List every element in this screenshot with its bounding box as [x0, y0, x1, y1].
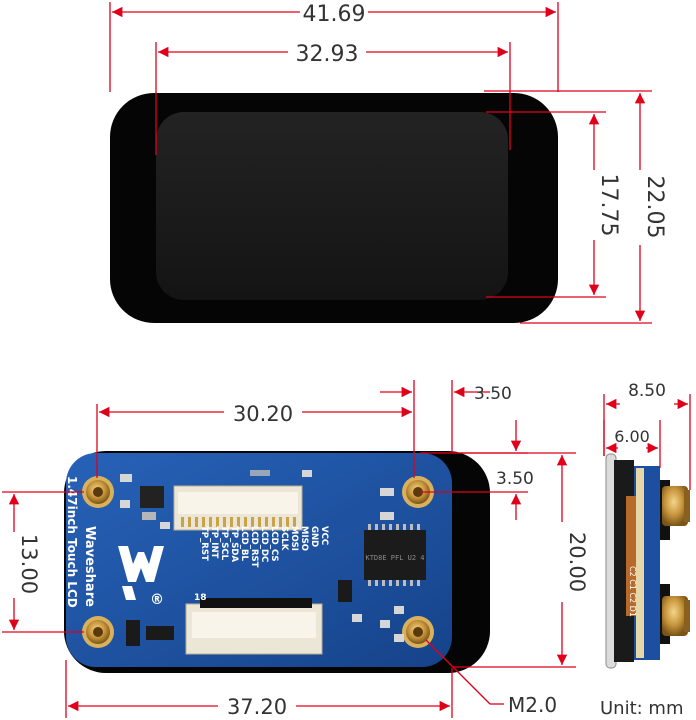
dim-hole-spacing-x — [96, 380, 415, 478]
mount-hole-leader — [425, 639, 504, 705]
pin-label: VCC — [319, 526, 329, 545]
pin-label: SCLK — [279, 526, 289, 551]
dim-board-height — [452, 452, 576, 668]
dim-label-22-05: 22.05 — [642, 176, 667, 239]
pin-label: LCD_BL — [239, 526, 249, 561]
mount-hole-top-left — [82, 476, 114, 508]
dim-top-width-outer — [109, 2, 559, 92]
dim-label-3-50-x: 3.50 — [474, 384, 512, 404]
lcd-front-view — [110, 93, 558, 323]
brand-text: Waveshare — [82, 526, 97, 607]
chip-marking: KTD8E PFL U2 4 — [365, 554, 424, 562]
mount-hole-top-right — [402, 476, 434, 508]
pin-label: TP_SDA — [229, 526, 239, 562]
waveshare-logo-icon — [118, 546, 164, 600]
pin-label: LCD_RST — [249, 526, 259, 568]
dim-label-17-75: 17.75 — [596, 174, 621, 237]
dim-label-41-69: 41.69 — [303, 2, 366, 27]
dim-label-3-50-y: 3.50 — [496, 469, 534, 489]
side-view: C2 C1 C2 D1 — [605, 453, 690, 669]
dim-label-8-50: 8.50 — [628, 381, 666, 401]
dim-top-height-active — [486, 111, 606, 298]
lcd-active-area — [156, 112, 508, 300]
mount-hole-bottom-left — [82, 616, 114, 648]
side-standoff-top — [662, 486, 690, 526]
product-text: 1.47inch Touch LCD — [65, 476, 79, 608]
pin-label: MISO — [299, 526, 309, 551]
side-cap-labels: C2 C1 C2 D1 — [628, 566, 637, 617]
dim-label-30-20: 30.20 — [233, 402, 293, 426]
pin-end-number: 18 — [194, 593, 207, 603]
dim-label-6-00: 6.00 — [614, 427, 650, 446]
pin-label: GND — [309, 526, 319, 547]
pin-label: LCD_DC — [259, 526, 269, 562]
pin-label: TP_SCL — [219, 526, 229, 561]
pcb-back-view: VCC GND MISO MOSI SCLK LCD_CS LCD_DC LCD… — [64, 451, 490, 673]
pin-label: TP_RST — [199, 526, 209, 561]
side-fpc — [626, 496, 636, 616]
registered-mark: ® — [150, 592, 164, 608]
fpc-connector-bottom — [185, 598, 323, 655]
fpc-connector-top — [173, 485, 303, 531]
pin-label: TP_INT — [209, 526, 219, 559]
dim-label-37-20: 37.20 — [227, 695, 287, 719]
pin-label: MOSI — [289, 526, 299, 551]
dim-board-width — [65, 660, 453, 718]
mount-hole-bottom-right — [402, 616, 434, 648]
dim-hole-spacing-y — [2, 491, 84, 633]
dim-label-13-00: 13.00 — [17, 534, 41, 594]
side-standoff-bottom — [662, 596, 690, 636]
pin-label: LCD_CS — [269, 526, 279, 561]
mount-hole-label: M2.0 — [508, 693, 557, 717]
dim-label-32-93: 32.93 — [296, 42, 359, 67]
ic-chip: KTD8E PFL U2 4 — [364, 524, 426, 586]
dim-edge-offset-x — [380, 380, 490, 452]
dim-side-board — [603, 420, 661, 468]
dim-top-height-outer — [484, 90, 652, 324]
unit-label: Unit: mm — [600, 698, 684, 719]
dim-label-20-00: 20.00 — [565, 532, 589, 592]
dim-top-width-active — [155, 42, 511, 155]
pin-label-group: VCC GND MISO MOSI SCLK LCD_CS LCD_DC LCD… — [199, 526, 329, 568]
small-components — [120, 470, 404, 646]
